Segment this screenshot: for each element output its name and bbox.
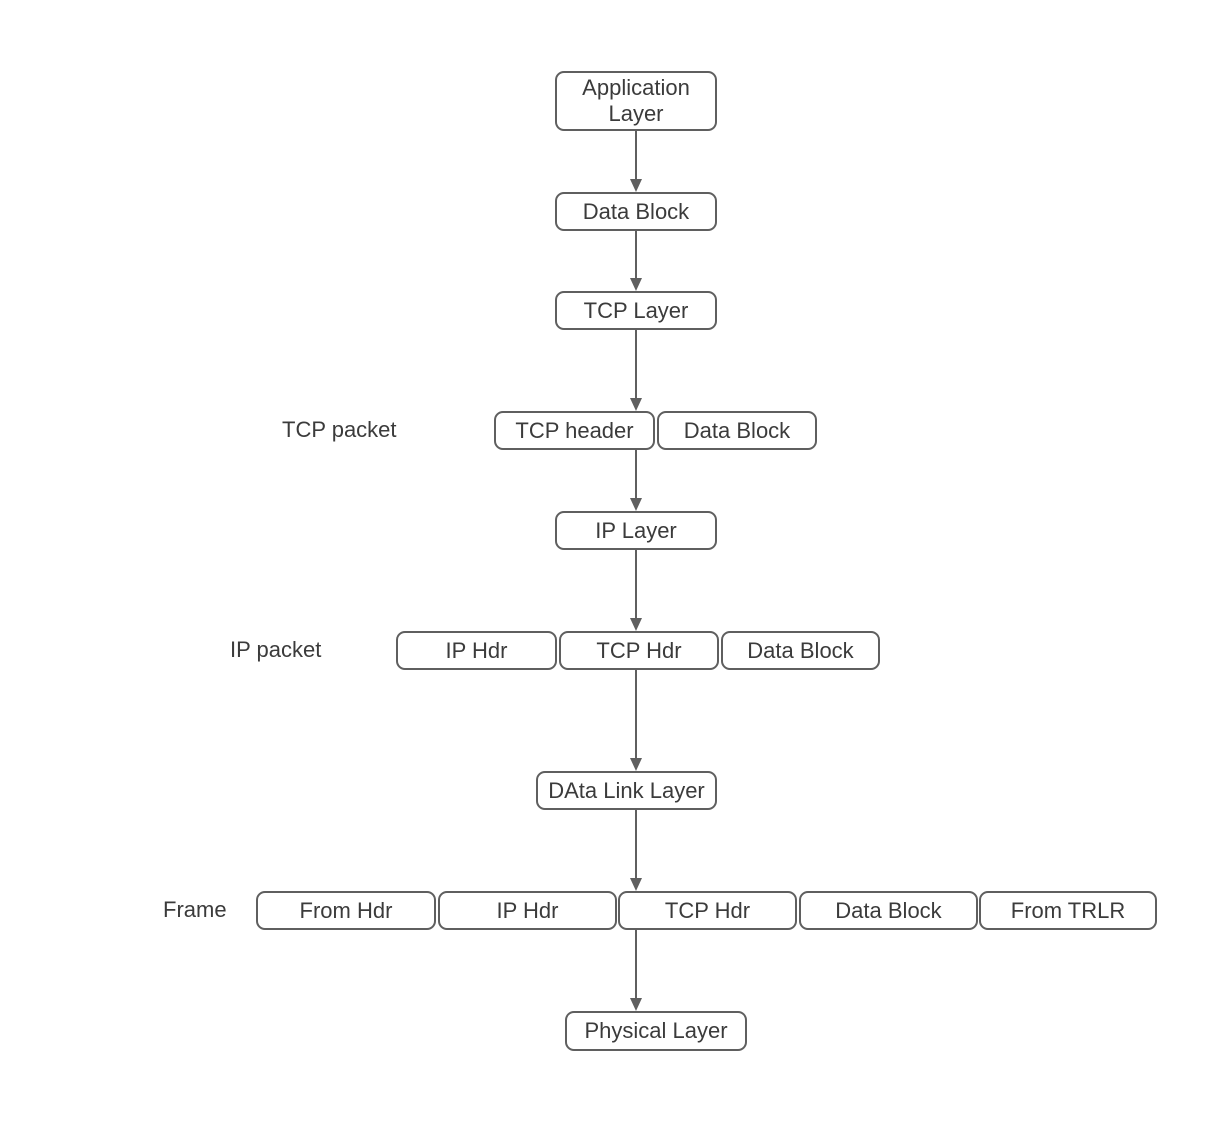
node-tcp-layer: TCP Layer [555,291,717,330]
arrow-ippacket-to-datalink-icon [630,670,644,771]
arrow-application-to-datablock-icon [630,131,644,192]
arrow-tcppacket-to-iplayer-icon [630,450,644,511]
node-ip-layer: IP Layer [555,511,717,550]
arrow-iplayer-to-ippacket-icon [630,550,644,631]
node-frame-tcp-hdr: TCP Hdr [618,891,797,930]
node-physical-layer: Physical Layer [565,1011,747,1051]
node-ip-packet-ip-hdr: IP Hdr [396,631,557,670]
node-data-link-layer: DAta Link Layer [536,771,717,810]
arrow-datablock-to-tcplayer-icon [630,231,644,291]
label-frame: Frame [163,897,227,922]
node-frame-data-block: Data Block [799,891,978,930]
node-tcp-header: TCP header [494,411,655,450]
node-application-layer: Application Layer [555,71,717,131]
label-ip-packet: IP packet [230,637,322,662]
arrow-frame-to-physical-icon [630,930,644,1011]
node-frame-ip-hdr: IP Hdr [438,891,617,930]
node-ip-packet-data-block: Data Block [721,631,880,670]
node-tcp-packet-data-block: Data Block [657,411,817,450]
node-frame-from-hdr: From Hdr [256,891,436,930]
node-frame-from-trlr: From TRLR [979,891,1157,930]
label-tcp-packet: TCP packet [282,417,397,442]
node-ip-packet-tcp-hdr: TCP Hdr [559,631,719,670]
arrow-datalink-to-frame-icon [630,810,644,891]
arrow-tcplayer-to-tcppacket-icon [630,330,644,411]
node-data-block-top: Data Block [555,192,717,231]
